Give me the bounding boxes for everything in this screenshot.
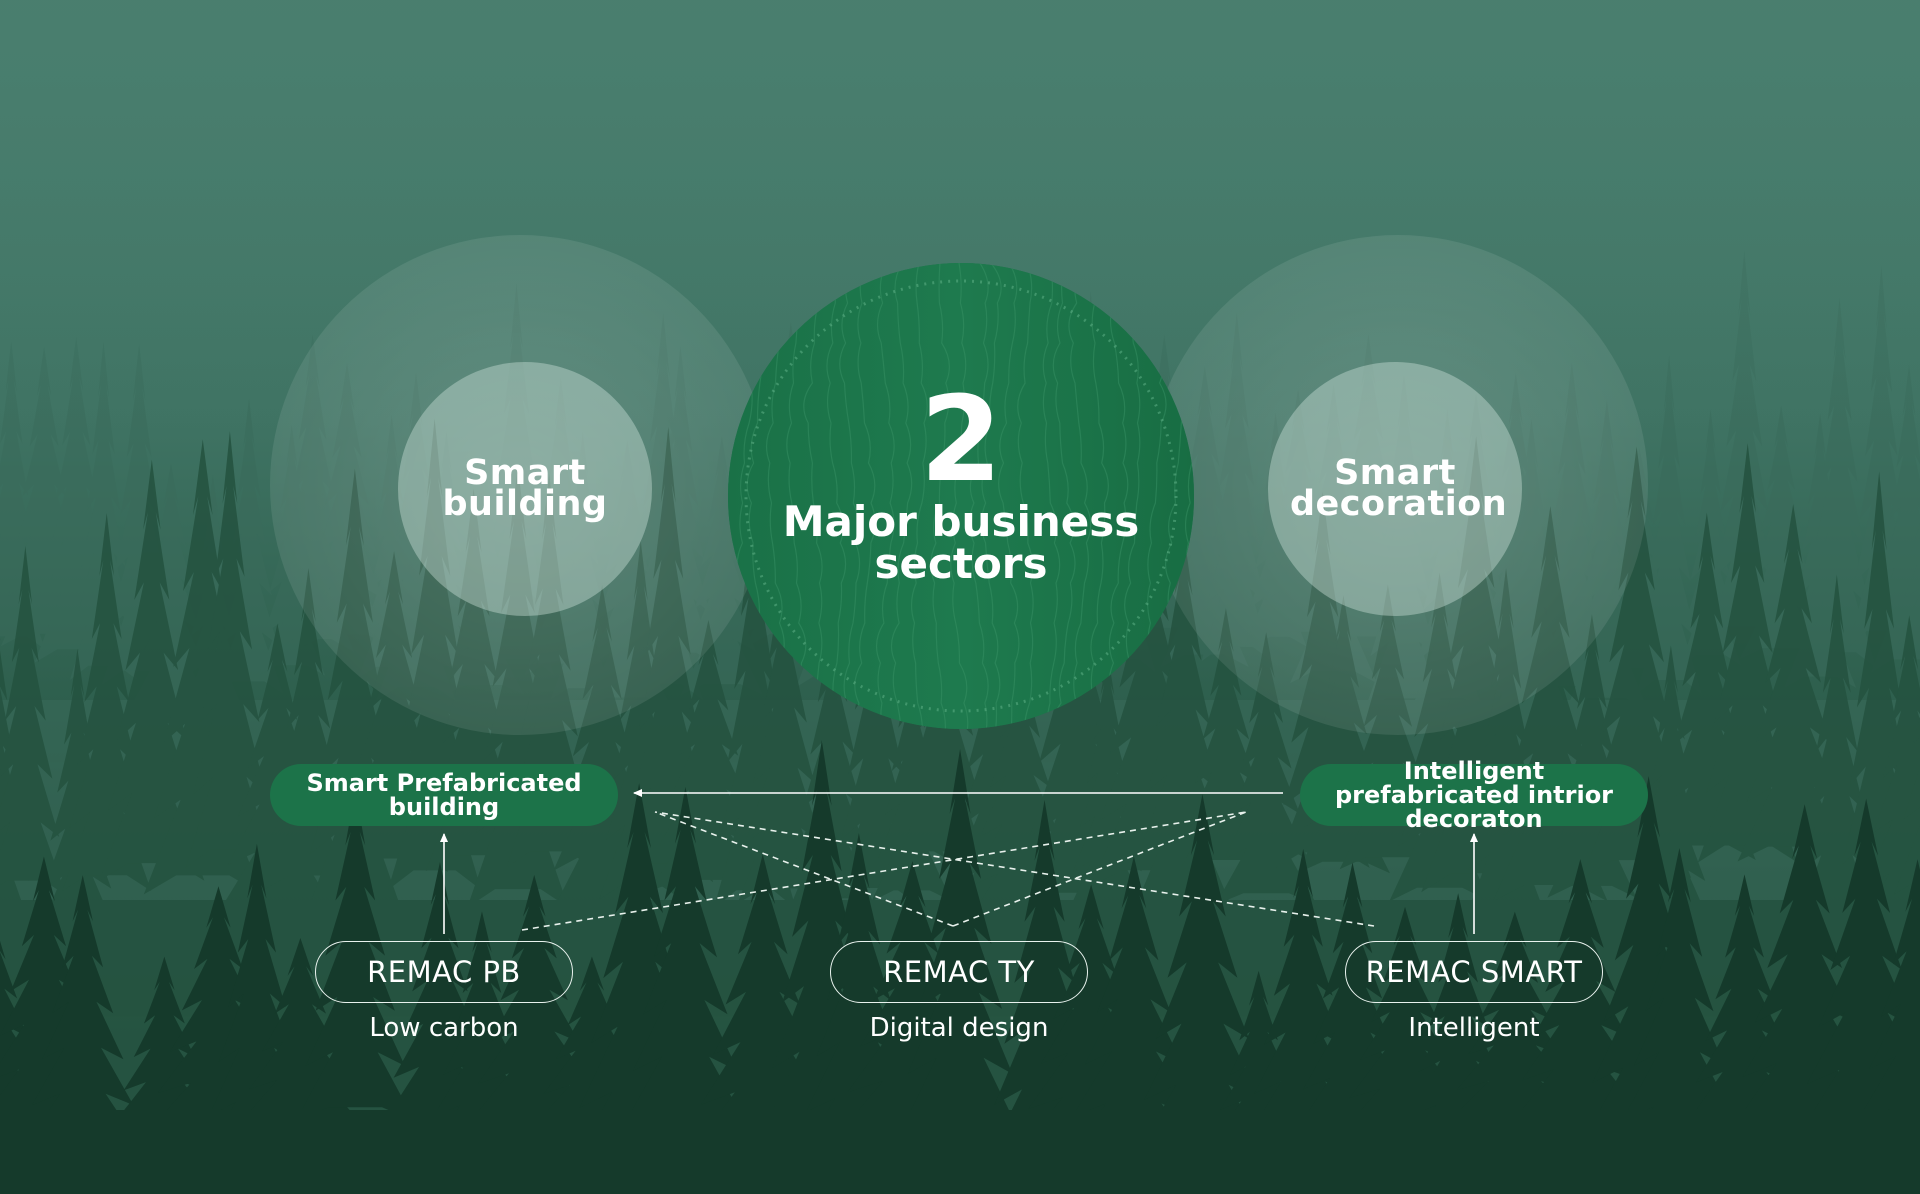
wood-grain-line [875, 263, 895, 729]
wood-grain-texture [728, 263, 1194, 729]
intelligent-interior-decoration-pill: Intelligent prefabricated intrior decora… [1300, 759, 1648, 831]
wood-grain-line [1068, 263, 1092, 729]
wood-grain-line [910, 263, 928, 729]
wood-grain-line [1052, 263, 1076, 729]
right-sector-halo [1148, 235, 1648, 735]
product-label: Smart Prefabricated building [306, 769, 582, 821]
forest-floor [0, 1110, 1920, 1194]
smart-decoration-circle: Smart decoration [1268, 362, 1522, 616]
smart-building-circle: Smart building [398, 362, 652, 616]
brand-label: REMAC TY [883, 955, 1035, 989]
wood-grain-line [1088, 263, 1109, 729]
pine-tree [21, 875, 144, 1152]
pine-tree [1060, 856, 1208, 1169]
wood-grain-line [1108, 263, 1129, 729]
business-sectors-text: 2 Major business sectors [728, 263, 1194, 729]
smart-prefabricated-building-pill: Smart Prefabricated building [270, 764, 618, 826]
pine-tree [1201, 312, 1273, 662]
wood-grain-line [803, 263, 823, 729]
wood-grain-line [854, 263, 876, 729]
pine-tree [1636, 355, 1702, 695]
wood-grain-line [786, 263, 807, 729]
brand-tagline: Low carbon [369, 1013, 519, 1043]
wood-grain-line [839, 263, 861, 729]
pine-tree [0, 546, 66, 896]
remac-pb-pill: REMAC PB [315, 941, 573, 1003]
business-sectors-circle [728, 263, 1194, 729]
product-label: Intelligent prefabricated intrior decora… [1334, 757, 1614, 833]
brand-label: REMAC PB [367, 955, 521, 989]
pine-tree [223, 938, 378, 1165]
wood-grain-line [930, 263, 950, 729]
wood-grain-line [1017, 263, 1034, 729]
pine-tree [295, 790, 415, 1122]
smart-building-label: Smart building [442, 453, 608, 524]
left-sector-halo [270, 235, 770, 735]
remac-smart-pill: REMAC SMART [1345, 941, 1603, 1003]
pine-tree [1855, 615, 1920, 942]
pine-tree [622, 786, 749, 1128]
wood-grain-line [890, 263, 913, 729]
wood-grain-line [950, 263, 969, 729]
pine-tree [1445, 911, 1585, 1126]
pine-tree [62, 512, 152, 892]
pine-tree [1708, 250, 1781, 643]
smart-decoration-label: Smart decoration [1290, 453, 1508, 524]
sector-count-label: Major business sectors [782, 497, 1140, 588]
pine-tree [1897, 497, 1920, 645]
sector-count: 2 [919, 370, 1003, 508]
pine-tree [303, 363, 391, 647]
pine-tree [1844, 859, 1920, 1175]
wood-grain-line [825, 263, 847, 729]
wood-grain-line [1042, 263, 1061, 729]
pine-tree [897, 748, 1023, 1139]
remac-ty-pill: REMAC TY [830, 941, 1088, 1003]
wood-grain-line [998, 263, 1020, 729]
brand-label: REMAC SMART [1365, 955, 1583, 989]
pine-tree [1894, 716, 1920, 895]
wood-grain-line [1184, 263, 1194, 664]
wood-grain-line [969, 263, 989, 729]
brand-tagline: Digital design [869, 1013, 1049, 1043]
brand-tagline: Intelligent [1408, 1013, 1540, 1043]
wood-grain-line [980, 263, 1002, 729]
